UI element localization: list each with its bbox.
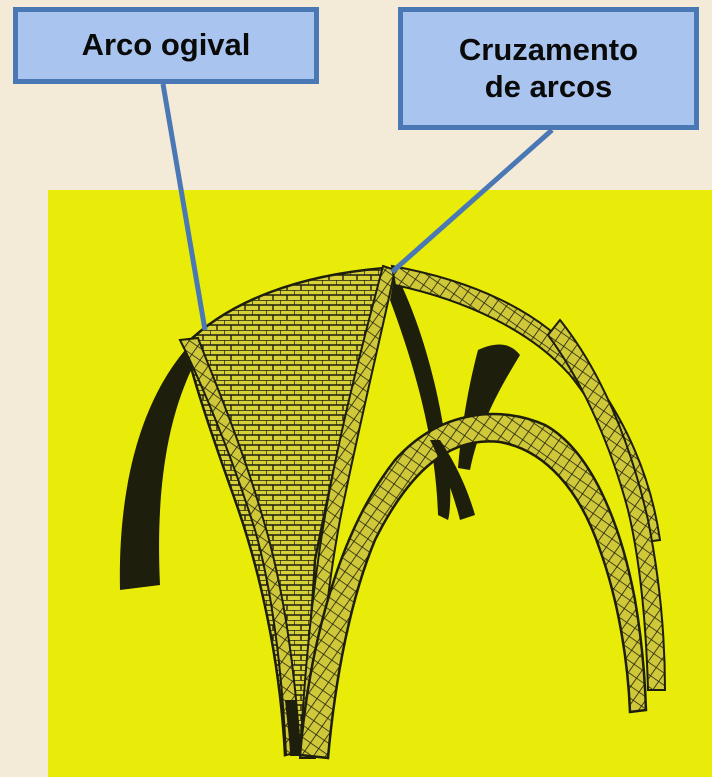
arco-ogival-leader bbox=[163, 84, 205, 330]
arco-ogival-callout: Arco ogival bbox=[13, 7, 319, 84]
arco-ogival-label: Arco ogival bbox=[82, 27, 251, 64]
cruzamento-label: Cruzamento de arcos bbox=[459, 32, 638, 105]
right-back-dark-arch bbox=[458, 345, 520, 470]
left-back-pier bbox=[120, 345, 205, 590]
cruzamento-callout: Cruzamento de arcos bbox=[398, 7, 699, 130]
cruzamento-leader bbox=[392, 130, 552, 272]
